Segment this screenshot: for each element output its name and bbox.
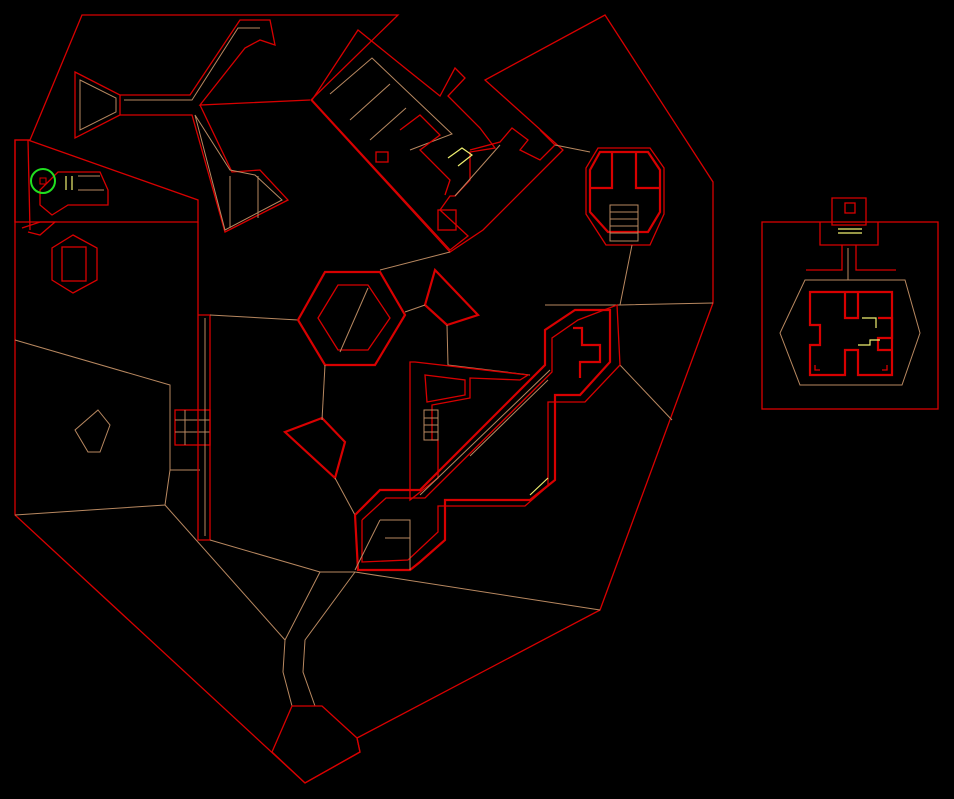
wall-east-inner-cross xyxy=(843,292,860,320)
floor-diag-inner-1 xyxy=(380,519,411,570)
wall-central-room xyxy=(409,361,530,502)
main-map-area xyxy=(14,14,714,784)
floor-mid-div-2 xyxy=(554,144,591,153)
wall-diag-corridor-inner xyxy=(573,326,602,378)
wall-west-hex xyxy=(51,234,98,294)
wall-east-neck xyxy=(806,245,843,271)
floor-east-hex xyxy=(779,279,921,386)
floor-nw-corridor xyxy=(124,27,260,101)
floor-bottom-corridor-b xyxy=(302,571,356,707)
wall-east-top-box xyxy=(831,197,867,226)
door-east-inner-1 xyxy=(862,317,877,328)
wall-ne-tower xyxy=(588,150,662,234)
wall-east-box xyxy=(761,221,939,410)
ne-tower-stairs xyxy=(609,204,639,242)
wall-west-room xyxy=(14,139,199,223)
wall-nw-triangle xyxy=(74,70,121,140)
floor-west-diamond xyxy=(74,409,111,453)
floor-bottom-corridor-a xyxy=(282,571,321,707)
wall-diag-corridor-a xyxy=(353,308,612,572)
door-east-inner-2 xyxy=(858,339,880,346)
floor-diag-corridor xyxy=(419,369,551,496)
wall-nw-corridor-lower xyxy=(120,104,290,233)
floor-sw-diag2 xyxy=(209,539,355,573)
wall-west-corridor xyxy=(197,222,211,541)
floor-top-diag-3 xyxy=(369,107,407,141)
wall-ne-tower-inner xyxy=(590,152,614,190)
floor-mid-div-3 xyxy=(619,244,714,306)
floor-pentagon-link xyxy=(404,304,426,313)
floor-bottom-div xyxy=(354,571,601,611)
floor-central-div-1 xyxy=(321,364,326,421)
wall-top-diag-room xyxy=(311,29,497,251)
wall-nw-corridor xyxy=(120,19,311,106)
floor-top-diag-1 xyxy=(329,57,453,151)
floor-central-hex-diag xyxy=(339,287,369,353)
wall-east-top-inner xyxy=(844,202,856,214)
wall-east-inner-corners xyxy=(814,365,820,371)
wall-diag-corridor-b xyxy=(361,304,621,563)
floor-mid-div-4 xyxy=(619,364,673,421)
wall-pentagon-sw xyxy=(282,416,347,481)
floor-mid-div-1 xyxy=(379,251,451,271)
floor-nw-triangle xyxy=(79,79,117,131)
wall-east-inner-corners-2 xyxy=(882,365,888,371)
central-stairs xyxy=(423,409,439,441)
door-diag-corridor xyxy=(529,477,549,496)
floor-sw-diag xyxy=(164,504,286,641)
wall-top-diag-inner xyxy=(399,114,451,196)
wall-top-diag-box2 xyxy=(437,209,457,231)
wall-east-entry xyxy=(819,222,879,246)
wall-west-hex-inner xyxy=(61,246,87,282)
wall-west-notch xyxy=(21,221,57,236)
player-arrow-icon xyxy=(30,168,56,194)
wall-start-pad xyxy=(39,171,109,216)
wall-central-room-inner xyxy=(424,374,466,403)
floor-mid-div-5 xyxy=(209,314,299,321)
wall-ne-tower-shell xyxy=(585,147,665,246)
floor-top-diag-right xyxy=(454,144,501,197)
floor-diag-inner-3 xyxy=(354,519,381,571)
east-side-area xyxy=(761,197,939,410)
wall-top-diag-right xyxy=(469,127,556,161)
wall-ne-tower-inner2 xyxy=(634,152,660,190)
floor-diag-corridor-2 xyxy=(469,379,549,457)
wall-central-hex-inner xyxy=(317,284,391,351)
wall-east-neck-2 xyxy=(855,245,896,271)
floor-nw-ramp xyxy=(194,114,283,231)
wall-top-diag-box1 xyxy=(375,151,389,163)
floor-top-diag-2 xyxy=(349,83,391,121)
outer-wall xyxy=(14,14,714,784)
wall-central-hex xyxy=(296,270,407,367)
wall-pentagon-ne xyxy=(423,267,481,327)
wall-east-inner-room xyxy=(808,290,894,377)
floor-west-div xyxy=(14,339,200,471)
floor-west-div2 xyxy=(14,469,171,516)
wall-bottom-exit xyxy=(271,705,361,784)
wall-west-ledge xyxy=(27,139,31,231)
wall-east-inner-cross2 xyxy=(876,316,894,352)
door-top-diag xyxy=(447,147,474,167)
floor-central-div-2 xyxy=(334,477,356,516)
